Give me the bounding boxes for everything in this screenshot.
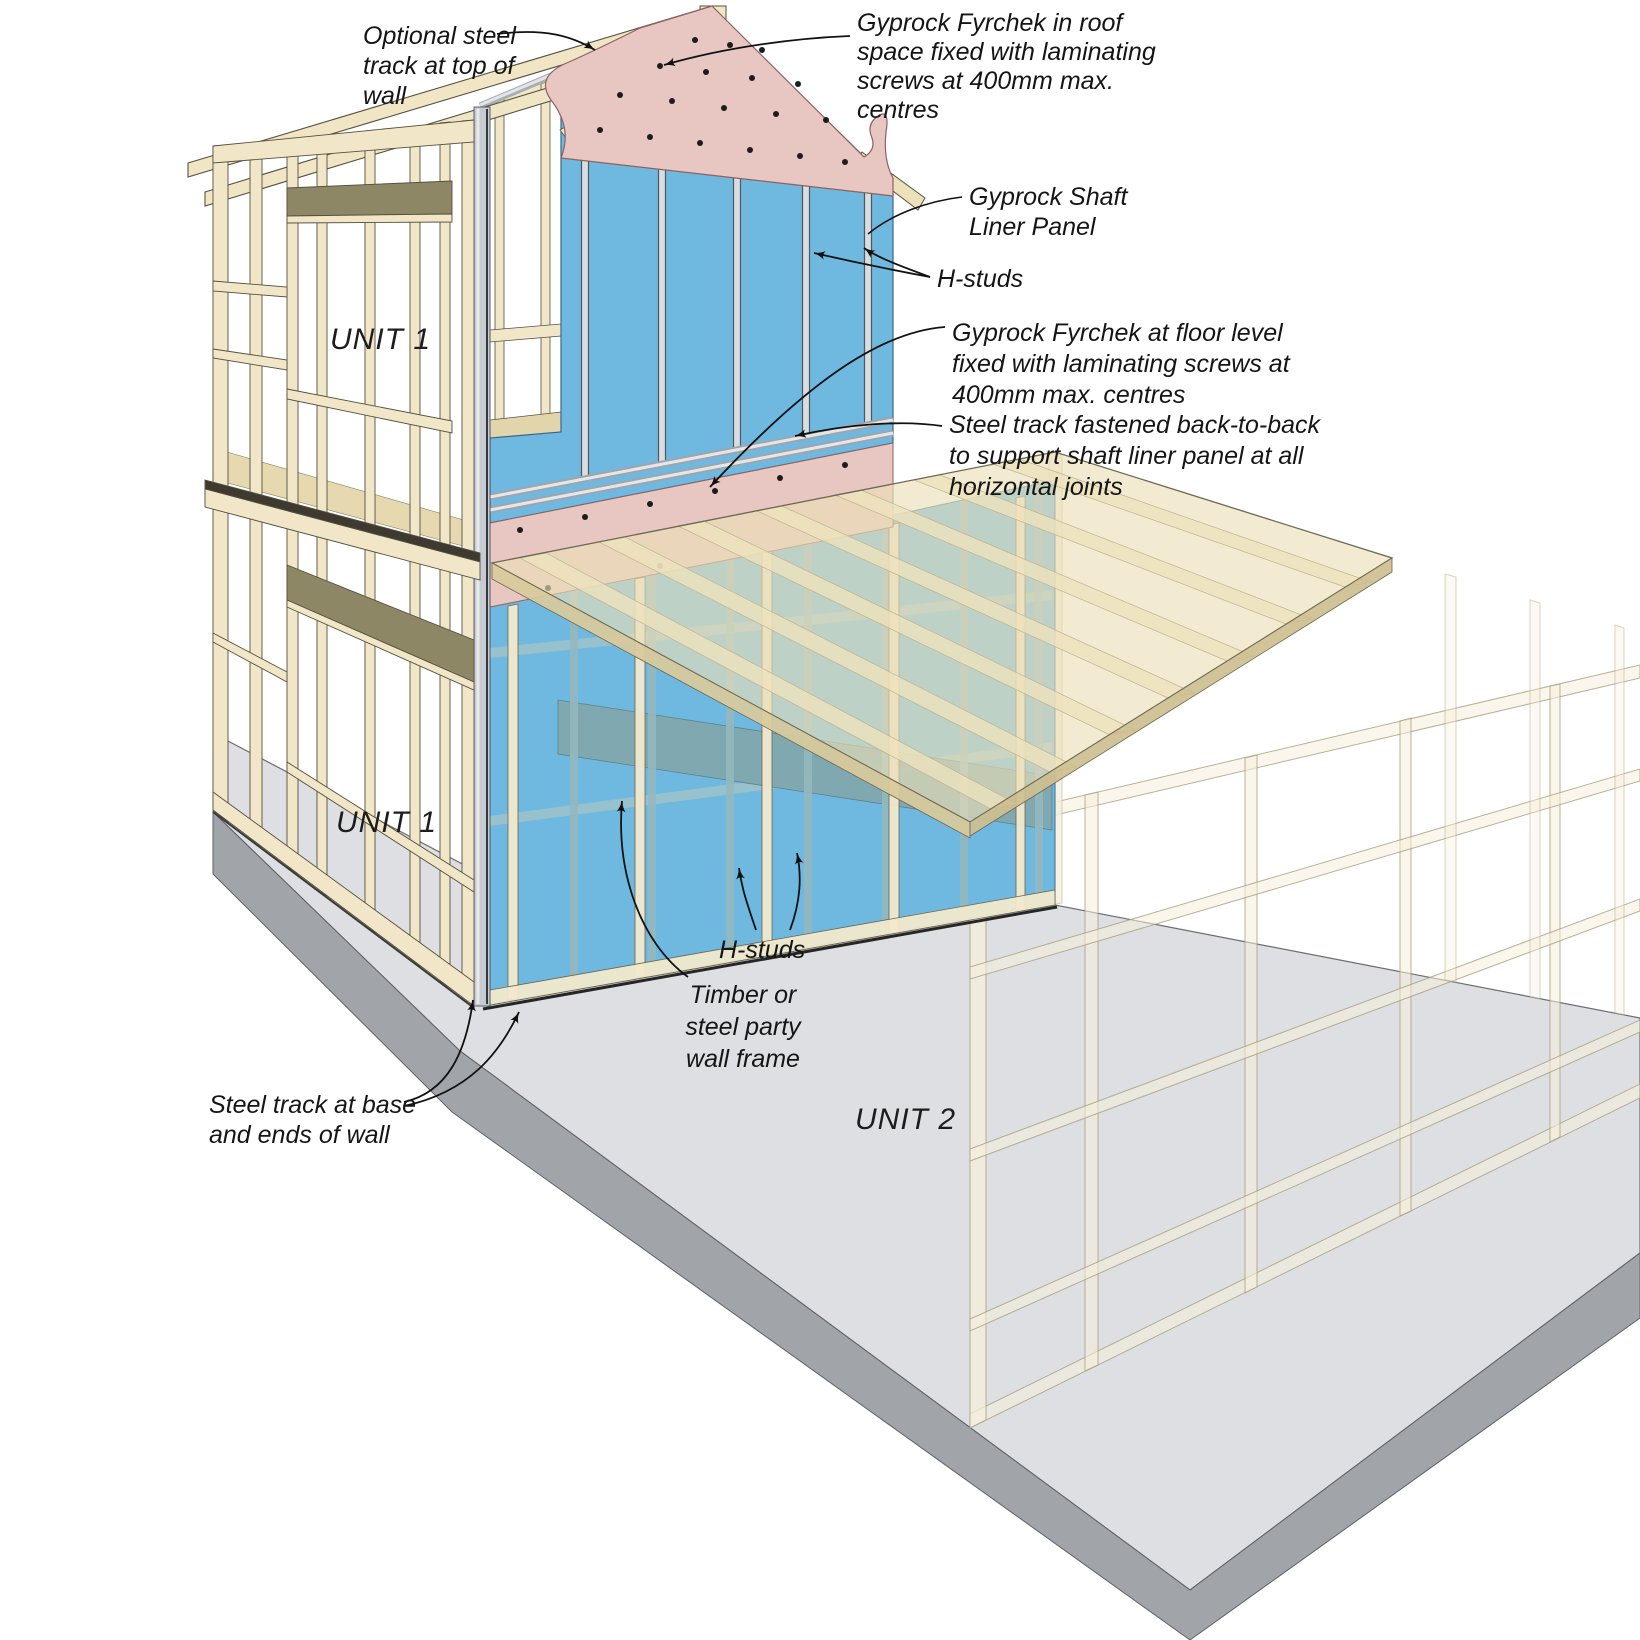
annotation-line: centres xyxy=(857,96,939,124)
leader-h-studs-upper-2 xyxy=(863,247,931,278)
slab-front-face xyxy=(212,810,1640,1640)
annotation-line: H-studs xyxy=(719,936,805,964)
leader-floor-fyrchek xyxy=(709,326,946,488)
leader-h-studs-lower-1 xyxy=(736,867,757,931)
nogging xyxy=(212,348,288,371)
leader-h-studs-upper-1 xyxy=(813,251,931,278)
h-stud xyxy=(863,186,873,425)
annotation-line: Gyprock Fyrchek in roof xyxy=(857,9,1125,37)
h-stud xyxy=(732,172,742,450)
leader-h-studs-lower-2 xyxy=(789,852,804,931)
return-stud xyxy=(494,98,505,438)
annotation-line: to support shaft liner panel at all xyxy=(949,442,1305,470)
annotation-line: Optional steel xyxy=(363,22,517,50)
annotation-steel-track-base: Steel track at base and ends of wall xyxy=(209,1091,416,1149)
unit2-stud xyxy=(1244,754,1258,1294)
unit2-back-stud xyxy=(1529,599,1541,1000)
annotation-optional-steel-track: Optional steel track at top of wall xyxy=(363,22,518,110)
roof-space-fyrchek xyxy=(544,5,894,197)
nogging xyxy=(212,280,288,298)
leader-optional-track xyxy=(496,31,596,51)
lower-sill xyxy=(286,761,475,893)
h-stud xyxy=(801,180,811,437)
annotation-line: Gyprock Fyrchek at floor level xyxy=(952,319,1284,347)
upper-sill xyxy=(286,388,453,434)
annotation-h-studs-upper: H-studs xyxy=(937,265,1023,293)
h-stud xyxy=(580,156,590,479)
unit2-floor-platform xyxy=(490,451,1394,839)
annotation-line: Timber or xyxy=(690,981,798,1009)
floor-front-rim xyxy=(491,562,971,839)
annotation-line: space fixed with laminating xyxy=(857,38,1156,66)
unit2-label: UNIT 2 xyxy=(855,1103,956,1136)
top-plate xyxy=(212,119,475,164)
annotation-line: Steel track fastened back-to-back xyxy=(949,411,1322,439)
annotation-line: wall frame xyxy=(686,1045,800,1073)
leader-steel-base-1 xyxy=(403,999,476,1103)
annotation-line: 400mm max. centres xyxy=(952,381,1185,409)
annotation-steel-track-joints: Steel track fastened back-to-back to sup… xyxy=(949,411,1322,501)
front-stud xyxy=(507,603,519,1001)
laminating-screws-roof xyxy=(597,37,848,165)
leader-roof-fyrchek xyxy=(663,35,851,67)
annotation-floor-fyrchek: Gyprock Fyrchek at floor level fixed wit… xyxy=(952,319,1291,409)
unit2-stud xyxy=(1549,683,1561,1143)
lower-lintel-plate xyxy=(286,599,475,691)
annotation-line: H-studs xyxy=(937,265,1023,293)
unit2-wall-frame xyxy=(969,664,1640,1429)
upper-lintel-plate xyxy=(286,213,453,224)
unit2-nogging-rail xyxy=(969,768,1640,980)
return-stud xyxy=(540,79,551,436)
annotation-line: horizontal joints xyxy=(949,473,1123,501)
annotation-line: Steel track at base xyxy=(209,1091,416,1119)
base-steel-track-line xyxy=(482,905,1058,1011)
h-stud xyxy=(657,165,667,464)
leader-lines xyxy=(403,31,963,1107)
annotation-line: Liner Panel xyxy=(969,213,1097,241)
unit1-base-shadow xyxy=(212,811,475,1009)
annotation-line: Gyprock Shaft xyxy=(969,183,1128,211)
annotation-roof-fyrchek: Gyprock Fyrchek in roof space fixed with… xyxy=(857,9,1156,124)
lower-top-plates xyxy=(204,488,481,581)
annotation-shaft-liner: Gyprock Shaft Liner Panel xyxy=(969,183,1128,241)
annotation-h-studs-lower: H-studs xyxy=(719,936,805,964)
unit2-stud xyxy=(1084,791,1099,1372)
frame-stud xyxy=(648,567,656,977)
fyrchek-gable-panel xyxy=(544,5,894,197)
steel-track-horizontal-joint xyxy=(489,416,894,514)
unit2-nogging-rail xyxy=(969,1019,1640,1332)
annotation-party-wall-frame: Timber or steel party wall frame xyxy=(685,981,802,1073)
unit2-back-stud xyxy=(1614,624,1625,1016)
annotation-line: and ends of wall xyxy=(209,1121,391,1149)
annotation-line: wall xyxy=(363,82,408,110)
frame-stud xyxy=(570,586,578,991)
floor-side-rim xyxy=(969,557,1393,837)
leader-steel-base-2 xyxy=(403,1011,520,1107)
annotation-text: Optional steel track at top of wall Gypr… xyxy=(209,9,1322,1149)
unit2-nogging-rail xyxy=(969,898,1640,1162)
unit2-stud xyxy=(1399,717,1412,1217)
leader-shaft-liner xyxy=(867,196,963,235)
annotation-line: screws at 400mm max. xyxy=(857,67,1114,95)
annotation-line: steel party xyxy=(685,1013,802,1041)
lower-nogging xyxy=(212,632,288,683)
annotation-line: track at top of xyxy=(363,52,518,80)
unit1-wall-frame xyxy=(204,119,481,1009)
leader-party-frame xyxy=(616,800,689,978)
unit1-lower-label: UNIT 1 xyxy=(336,806,437,839)
annotation-line: fixed with laminating screws at xyxy=(952,350,1291,378)
upper-lintel xyxy=(286,180,453,217)
unit1-horizontals xyxy=(204,119,481,1007)
unit1-upper-label: UNIT 1 xyxy=(330,323,431,356)
leader-steel-track-joint xyxy=(794,422,943,438)
unit2-back-stud xyxy=(1444,573,1457,983)
